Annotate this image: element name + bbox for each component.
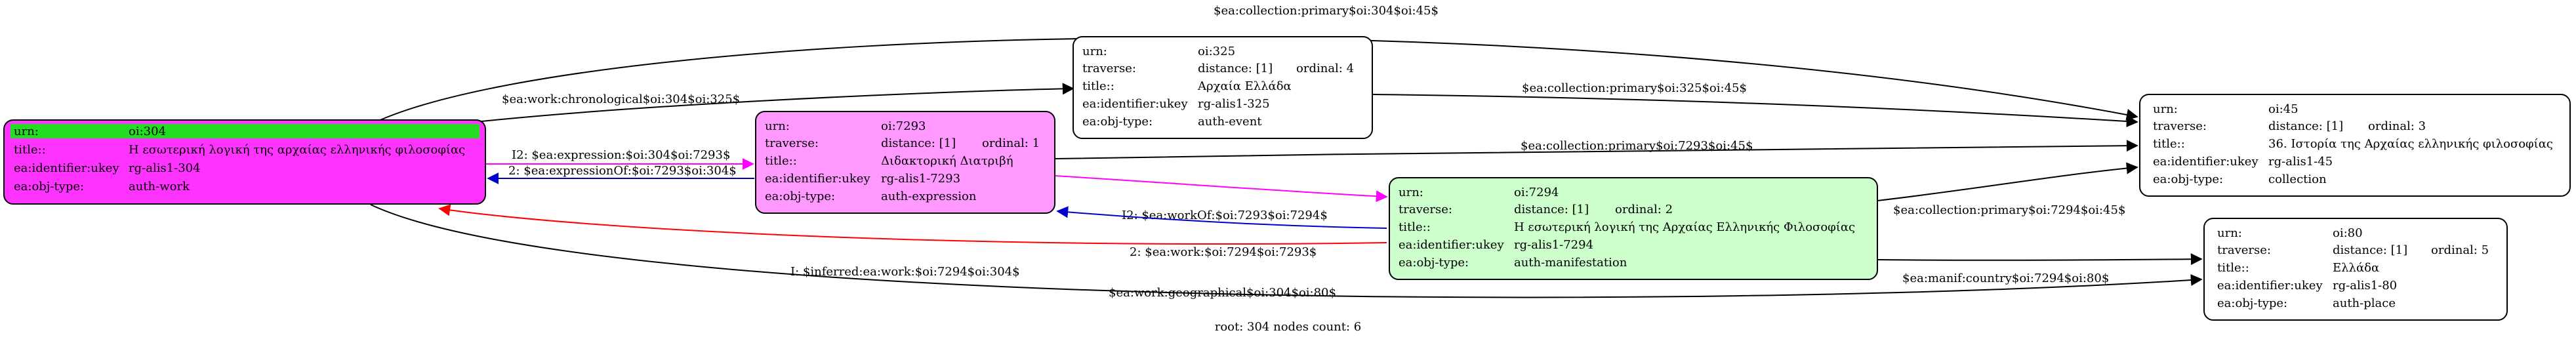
row-key: title:: (765, 154, 797, 168)
graph-footer: root: 304 nodes count: 6 (1214, 320, 1362, 334)
edge-label: 2: $ea:expressionOf:$oi:7293$oi:304$ (508, 164, 737, 178)
edge-label: 2: $ea:work:$oi:7294$oi:7293$ (1130, 245, 1317, 259)
row-value: Η εσωτερική λογική της αρχαίας ελληνικής… (129, 143, 465, 157)
edge-chronological-304-325: $ea:work:chronological$oi:304$oi:325$ (424, 83, 1074, 129)
row-value: rg-alis1-304 (129, 161, 201, 175)
row-key: urn: (1082, 45, 1107, 58)
row-key: title:: (2153, 137, 2185, 151)
edge-label: $ea:work:chronological$oi:304$oi:325$ (502, 92, 740, 106)
edge-collection-325-45: $ea:collection:primary$oi:325$oi:45$ (1372, 81, 2138, 127)
row-value: oi:304 (129, 125, 166, 138)
row-key: ea:obj-type: (2153, 172, 2223, 186)
row-value: rg-alis1-80 (2333, 279, 2397, 293)
row-value: oi:45 (2268, 102, 2299, 116)
edge-label: I2: $ea:workOf:$oi:7293$oi:7294$ (1122, 209, 1328, 222)
edge-expressionOf-7293-304: 2: $ea:expressionOf:$oi:7293$oi:304$ (487, 164, 754, 184)
row-value: distance: [1] (1514, 203, 1589, 216)
edge-label: $ea:collection:primary$oi:304$oi:45$ (1214, 4, 1439, 18)
row-value: auth-manifestation (1514, 256, 1627, 270)
node-oi-7293[interactable]: urn: oi:7293 traverse: distance: [1] ord… (755, 111, 1055, 214)
row-key: urn: (765, 119, 790, 133)
row-value: rg-alis1-7293 (881, 172, 960, 186)
row-value: Αρχαία Ελλάδα (1197, 79, 1292, 93)
edge-work-7294-7293: 2: $ea:work:$oi:7294$oi:7293$ (1056, 206, 1387, 259)
row-key: urn: (14, 125, 39, 138)
row-value: distance: [1] (2268, 119, 2343, 133)
row-extra: ordinal: 4 (1296, 62, 1354, 75)
edge-manif-country-7294-80: $ea:manif:country$oi:7294$oi:80$ (1877, 253, 2203, 285)
row-value: oi:7294 (1514, 186, 1559, 199)
nodes: urn: oi:304 title:: Η εσωτερική λογική τ… (3, 36, 2571, 321)
row-value: 36. Ιστορία της Αρχαίας ελληνικής φιλοσο… (2268, 137, 2553, 151)
edge-label: $ea:collection:primary$oi:7294$oi:45$ (1893, 203, 2125, 217)
row-value: oi:80 (2333, 226, 2363, 240)
row-value: Η εσωτερική λογική της Αρχαίας Ελληνικής… (1514, 220, 1855, 234)
row-extra: ordinal: 3 (2368, 119, 2426, 133)
row-value: distance: [1] (2333, 243, 2407, 257)
edge-collection-7294-45: $ea:collection:primary$oi:7294$oi:45$ (1877, 162, 2138, 217)
row-key: urn: (2153, 102, 2178, 116)
row-key: urn: (2217, 226, 2242, 240)
row-value: distance: [1] (1198, 62, 1273, 75)
row-key: ea:identifier:ukey (2217, 279, 2323, 293)
row-key: traverse: (2217, 243, 2271, 257)
row-extra: ordinal: 2 (1615, 203, 1673, 216)
row-key: traverse: (765, 136, 819, 150)
row-value: auth-event (1198, 115, 1262, 129)
row-value: oi:7293 (881, 119, 926, 133)
edge-label: $ea:work:geographical$oi:304$oi:80$ (1109, 286, 1336, 300)
row-key: title:: (2217, 261, 2249, 275)
edge-expression-304-7293: I2: $ea:expression:$oi:304$oi:7293$ (485, 148, 754, 170)
row-value: rg-alis1-7294 (1514, 238, 1593, 252)
row-extra: ordinal: 1 (982, 136, 1040, 150)
row-key: traverse: (1399, 203, 1452, 216)
row-value: auth-place (2333, 296, 2396, 310)
edge-label: $ea:collection:primary$oi:7293$oi:45$ (1521, 139, 1753, 153)
row-key: title:: (14, 143, 46, 157)
row-key: ea:obj-type: (1082, 115, 1153, 129)
node-oi-304[interactable]: urn: oi:304 title:: Η εσωτερική λογική τ… (3, 119, 486, 205)
row-key: ea:identifier:ukey (1082, 97, 1188, 111)
edge-label: I: $inferred:ea:work:$oi:7294$oi:304$ (790, 265, 1020, 279)
node-oi-7294[interactable]: urn: oi:7294 traverse: distance: [1] ord… (1389, 177, 1878, 280)
row-value: Ελλάδα (2333, 261, 2379, 275)
row-key: title:: (1399, 220, 1431, 234)
row-value: Διδακτορική Διατριβή (881, 154, 1013, 168)
row-value: auth-work (129, 180, 190, 193)
node-oi-325[interactable]: urn: oi:325 traverse: distance: [1] ordi… (1073, 36, 1373, 139)
row-value: auth-expression (881, 190, 977, 203)
node-oi-45[interactable]: urn: oi:45 traverse: distance: [1] ordin… (2139, 94, 2571, 197)
row-key: ea:obj-type: (14, 180, 84, 193)
row-extra: ordinal: 5 (2431, 243, 2489, 257)
edge-inferred-7294-304: I: $inferred:ea:work:$oi:7294$oi:304$ (438, 204, 1387, 279)
edge-label: I2: $ea:expression:$oi:304$oi:7293$ (512, 148, 730, 162)
edge-label: $ea:manif:country$oi:7294$oi:80$ (1902, 272, 2109, 285)
row-key: ea:identifier:ukey (1399, 238, 1504, 252)
row-value: oi:325 (1198, 45, 1235, 58)
row-key: ea:obj-type: (2217, 296, 2287, 310)
row-key: urn: (1399, 186, 1423, 199)
row-key: ea:obj-type: (1399, 256, 1469, 270)
edge-collection-7293-45: $ea:collection:primary$oi:7293$oi:45$ (1054, 139, 2138, 159)
edge-geographical-304-80: $ea:work:geographical$oi:304$oi:80$ (370, 204, 2203, 300)
edges: $ea:collection:primary$oi:304$oi:45$ $ea… (370, 4, 2203, 300)
row-value: collection (2268, 172, 2327, 186)
row-key: traverse: (2153, 119, 2207, 133)
row-value: distance: [1] (881, 136, 956, 150)
row-key: traverse: (1082, 62, 1136, 75)
row-key: ea:identifier:ukey (2153, 155, 2259, 169)
edge-workOf-7293-7294: I2: $ea:workOf:$oi:7293$oi:7294$ (1054, 175, 1388, 222)
row-key: ea:identifier:ukey (765, 172, 870, 186)
row-key: ea:identifier:ukey (14, 161, 119, 175)
node-oi-80[interactable]: urn: oi:80 traverse: distance: [1] ordin… (2203, 218, 2508, 321)
row-value: rg-alis1-325 (1198, 97, 1270, 111)
edge-label: $ea:collection:primary$oi:325$oi:45$ (1522, 81, 1747, 95)
row-key: title:: (1082, 79, 1114, 93)
row-value: rg-alis1-45 (2268, 155, 2333, 169)
row-key: ea:obj-type: (765, 190, 835, 203)
